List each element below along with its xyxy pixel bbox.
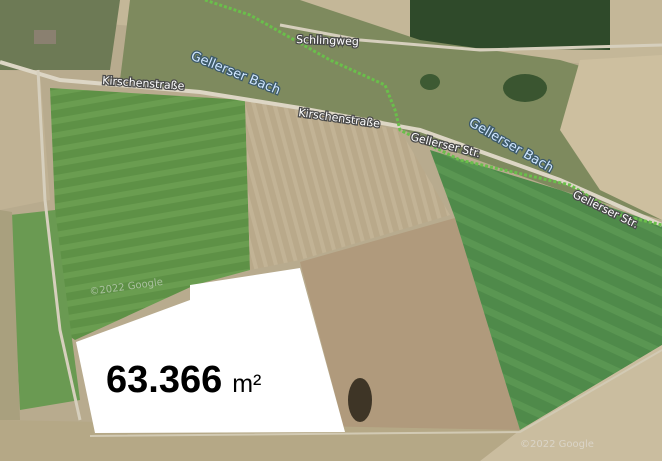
field-brown-lower	[300, 218, 520, 432]
field-soil-middle	[245, 100, 450, 270]
road-kirschenstrasse	[0, 60, 662, 227]
tree-cluster	[420, 74, 440, 90]
parcel-area[interactable]	[76, 268, 345, 433]
tree-cluster	[503, 74, 547, 102]
road-west	[36, 69, 82, 421]
field-green-right	[430, 150, 662, 430]
area-value: 63.366	[106, 359, 222, 401]
area-unit: m²	[232, 370, 261, 398]
field-upper-right	[560, 55, 662, 220]
village-top-left	[0, 0, 120, 70]
road-label-schlingweg: Schlingweg	[296, 33, 359, 48]
tree-cluster	[348, 378, 372, 422]
road-schlingweg	[279, 23, 662, 52]
field-strip-left	[0, 70, 50, 210]
google-watermark: ©2022 Google	[520, 439, 594, 450]
house-roof	[34, 30, 56, 44]
road-south	[89, 349, 662, 437]
field-strip-left-outer	[0, 210, 20, 420]
forest-top-right	[410, 0, 610, 50]
area-label: 63.366 m²	[106, 359, 261, 401]
field-green-left	[50, 88, 250, 340]
meadow-brook	[120, 0, 662, 220]
stream-gellerser-bach	[204, 0, 662, 227]
field-strip-left-green	[10, 210, 80, 410]
